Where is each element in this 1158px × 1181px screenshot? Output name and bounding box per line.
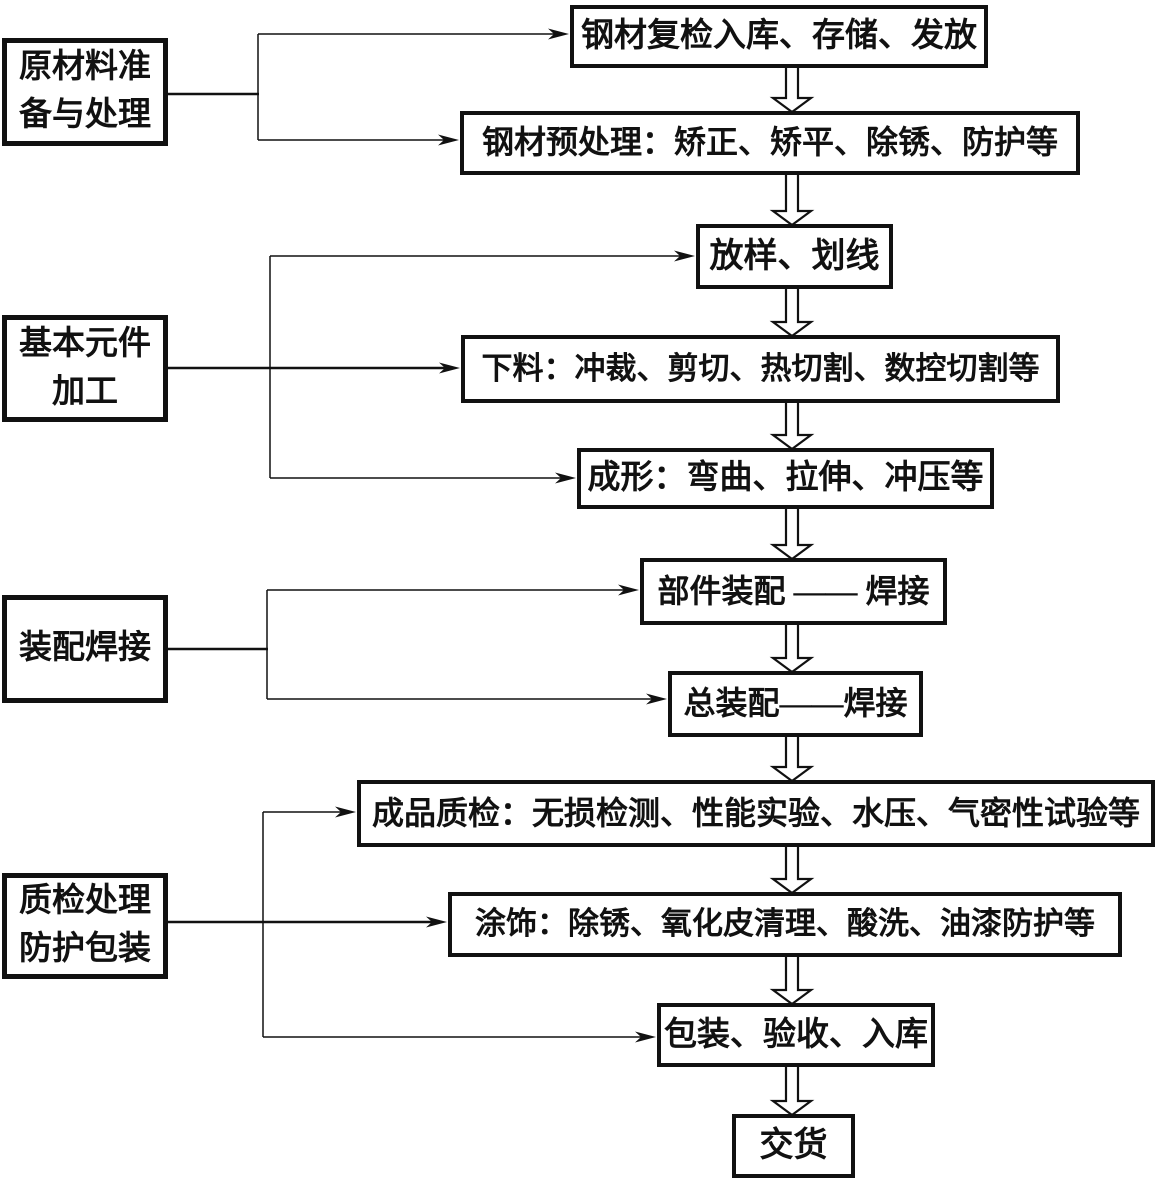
flow-arrow-down-7	[769, 737, 815, 783]
flow-arrow-down-4	[769, 403, 815, 451]
process-box-lofting-marking: 放样、划线	[696, 224, 893, 289]
process-box-steel-pretreatment: 钢材预处理：矫正、矫平、除锈、防护等	[460, 111, 1080, 175]
stage-box-basic-component-machining: 基本元件 加工	[2, 315, 168, 422]
flow-arrow-down-9	[769, 957, 815, 1006]
stage-label-line: 加工	[52, 373, 118, 410]
stage-label-line: 备与处理	[19, 97, 151, 133]
process-box-forming: 成形：弯曲、拉伸、冲压等	[577, 448, 994, 509]
stage-label-line: 质检处理	[19, 883, 151, 920]
process-box-delivery: 交货	[732, 1114, 855, 1178]
process-box-coating: 涂饰：除锈、氧化皮清理、酸洗、油漆防护等	[448, 892, 1122, 957]
connector-stage-2	[168, 250, 695, 484]
stage-label-line: 原材料准	[19, 49, 151, 86]
process-box-packing-acceptance-warehousing: 包装、验收、入库	[657, 1003, 935, 1067]
stage-label-line: 防护包装	[19, 931, 151, 967]
flow-arrow-down-10	[769, 1067, 815, 1117]
connector-stage-1	[168, 28, 569, 146]
stage-label-line: 基本元件	[19, 325, 151, 362]
process-box-steel-recheck-storage: 钢材复检入库、存储、发放	[570, 5, 988, 68]
process-box-final-assembly-welding: 总装配——焊接	[668, 671, 923, 737]
process-box-blanking-cutting: 下料：冲裁、剪切、热切割、数控切割等	[461, 335, 1060, 403]
flow-arrows-down	[769, 68, 815, 1117]
process-box-subassembly-welding: 部件装配 —— 焊接	[640, 558, 947, 625]
stage-box-assembly-welding: 装配焊接	[2, 595, 168, 703]
connector-stage-3	[168, 584, 667, 705]
stage-box-raw-material-prep: 原材料准 备与处理	[2, 38, 168, 146]
connector-stage-4	[168, 806, 656, 1043]
flow-arrow-down-6	[769, 625, 815, 674]
flow-arrow-down-2	[769, 175, 815, 227]
stage-box-inspection-protection-packaging: 质检处理 防护包装	[2, 873, 168, 979]
process-box-final-inspection: 成品质检：无损检测、性能实验、水压、气密性试验等	[357, 780, 1155, 847]
flow-arrow-down-8	[769, 847, 815, 895]
stage-label-line: 装配焊接	[19, 630, 151, 667]
flow-arrow-down-1	[769, 68, 815, 114]
flow-arrow-down-3	[769, 289, 815, 338]
flow-arrow-down-5	[769, 509, 815, 561]
